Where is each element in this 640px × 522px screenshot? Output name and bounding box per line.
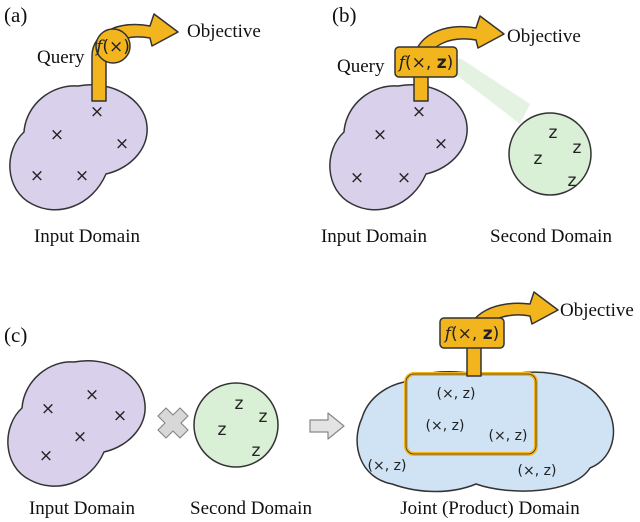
- z-mark: z: [568, 171, 577, 191]
- second-domain-label-c: Second Domain: [190, 498, 312, 519]
- query-arrow-a: f(×): [91, 13, 179, 102]
- z-mark: z: [252, 441, 261, 461]
- fx-label-a: f(×): [94, 37, 130, 57]
- pair-mark: (×, z): [437, 386, 476, 402]
- joint-domain-label: Joint (Product) Domain: [400, 498, 580, 519]
- projection-wedge: [450, 58, 530, 124]
- result-arrow-icon: [309, 412, 345, 440]
- pair-mark: (×, z): [426, 418, 465, 434]
- panel-label-a: (a): [4, 3, 27, 27]
- x-mark: ×: [350, 168, 364, 188]
- x-mark: ×: [75, 166, 89, 186]
- fxz-label-c: f(×, z): [443, 324, 500, 344]
- query-label-a: Query: [37, 47, 85, 68]
- product-operator-icon: [157, 407, 189, 439]
- z-mark: z: [218, 420, 227, 440]
- fxz-label-b: f(×, z): [397, 53, 454, 73]
- objective-label-c: Objective: [560, 300, 634, 321]
- input-domain-a: × × × × ×: [9, 84, 148, 211]
- second-domain-label-b: Second Domain: [490, 226, 612, 247]
- input-domain-label-a: Input Domain: [34, 226, 141, 247]
- query-node-a: [95, 28, 131, 64]
- panel-label-c: (c): [4, 323, 27, 347]
- z-mark: z: [259, 407, 268, 427]
- query-region: (×, z) (×, z) (×, z): [404, 372, 538, 456]
- pair-mark: (×, z): [489, 428, 528, 444]
- objective-label-a: Objective: [187, 21, 261, 42]
- input-domain-c: × × × × ×: [7, 360, 146, 487]
- second-domain-c: z z z z: [193, 382, 279, 468]
- x-mark: ×: [41, 399, 55, 419]
- z-mark: z: [534, 149, 543, 169]
- input-domain-label-b: Input Domain: [321, 226, 428, 247]
- x-mark: ×: [113, 406, 127, 426]
- query-arrow-b: f(×, z): [394, 15, 505, 102]
- z-mark: z: [573, 138, 582, 158]
- query-arrow-c: f(×, z): [439, 291, 559, 377]
- x-mark: ×: [85, 385, 99, 405]
- query-node-c: [439, 317, 505, 349]
- query-label-b: Query: [337, 56, 385, 77]
- x-mark: ×: [434, 134, 448, 154]
- x-mark: ×: [73, 427, 87, 447]
- query-node-b: [394, 46, 458, 78]
- input-domain-label-c: Input Domain: [29, 498, 136, 519]
- x-mark: ×: [90, 102, 104, 122]
- x-mark: ×: [39, 446, 53, 466]
- x-mark: ×: [397, 168, 411, 188]
- x-mark: ×: [115, 134, 129, 154]
- pair-mark: (×, z): [368, 458, 407, 474]
- z-mark: z: [235, 394, 244, 414]
- pair-mark: (×, z): [518, 463, 557, 479]
- x-mark: ×: [30, 166, 44, 186]
- x-mark: ×: [373, 125, 387, 145]
- objective-label-b: Objective: [507, 26, 581, 47]
- x-mark: ×: [412, 102, 426, 122]
- input-domain-b: × × × × ×: [329, 84, 468, 211]
- z-mark: z: [549, 123, 558, 143]
- panel-label-b: (b): [332, 3, 357, 27]
- second-domain-b: z z z z: [508, 112, 592, 196]
- x-mark: ×: [50, 125, 64, 145]
